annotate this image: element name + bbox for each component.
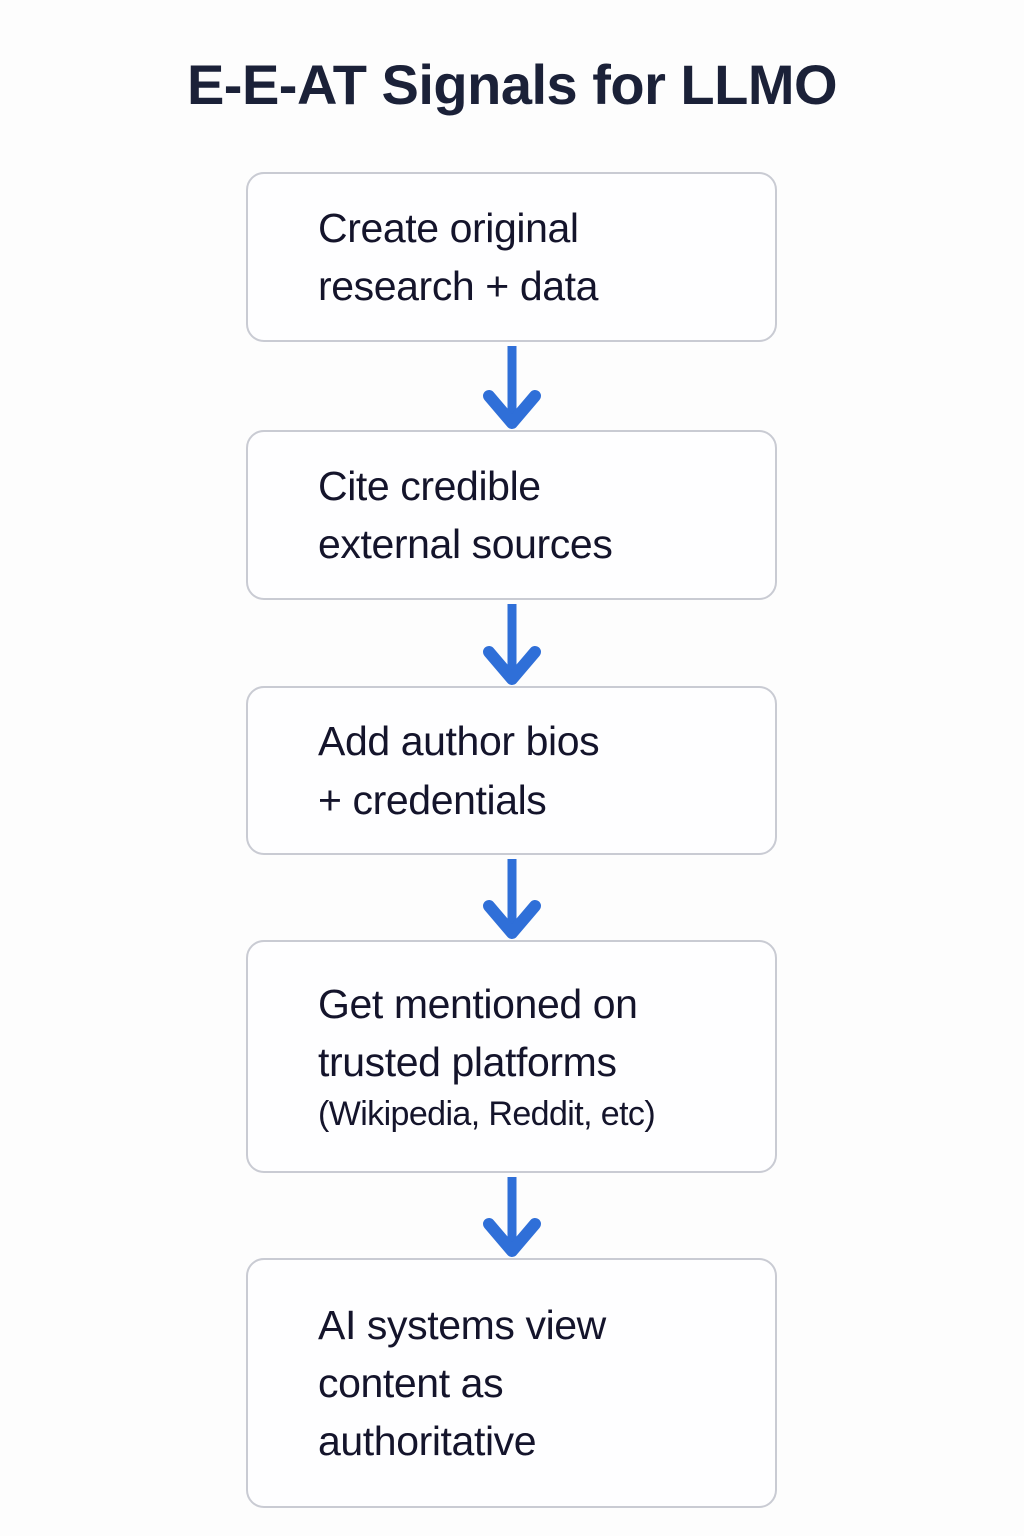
flow-node-5-line-3: authoritative	[318, 1418, 537, 1465]
down-arrow-icon-2	[477, 602, 547, 686]
flow-node-4-line-1: Get mentioned on	[318, 980, 638, 1027]
flow-node-3-line-1: Add author bios	[318, 718, 600, 765]
flow-node-5-line-1: AI systems view	[318, 1301, 606, 1348]
down-arrow-icon-1	[477, 344, 547, 430]
flow-node-2-line-2: external sources	[318, 521, 613, 567]
flow-node-4-line-2: trusted platforms	[318, 1039, 617, 1086]
flow-node-4-line-3: (Wikipedia, Reddit, etc)	[318, 1095, 656, 1134]
down-arrow-icon-3	[477, 857, 547, 940]
flow-node-3-line-2: + credentials	[318, 776, 547, 823]
flow-node-5-line-2: content as	[318, 1359, 504, 1406]
flow-node-1-line-2: research + data	[318, 263, 599, 309]
flow-node-3[interactable]: Add author bios + credentials	[246, 686, 777, 855]
flow-node-1[interactable]: Create original research + data	[246, 172, 777, 342]
flow-node-1-line-1: Create original	[318, 204, 579, 251]
down-arrow-icon-4	[477, 1175, 547, 1258]
flow-node-2-line-1: Cite credible	[318, 462, 541, 509]
flow-node-2[interactable]: Cite credible external sources	[246, 430, 777, 600]
flow-node-4[interactable]: Get mentioned on trusted platforms (Wiki…	[246, 940, 777, 1173]
page-title: E-E-AT Signals for LLMO	[186, 53, 838, 116]
flow-node-5[interactable]: AI systems view content as authoritative	[246, 1258, 777, 1508]
